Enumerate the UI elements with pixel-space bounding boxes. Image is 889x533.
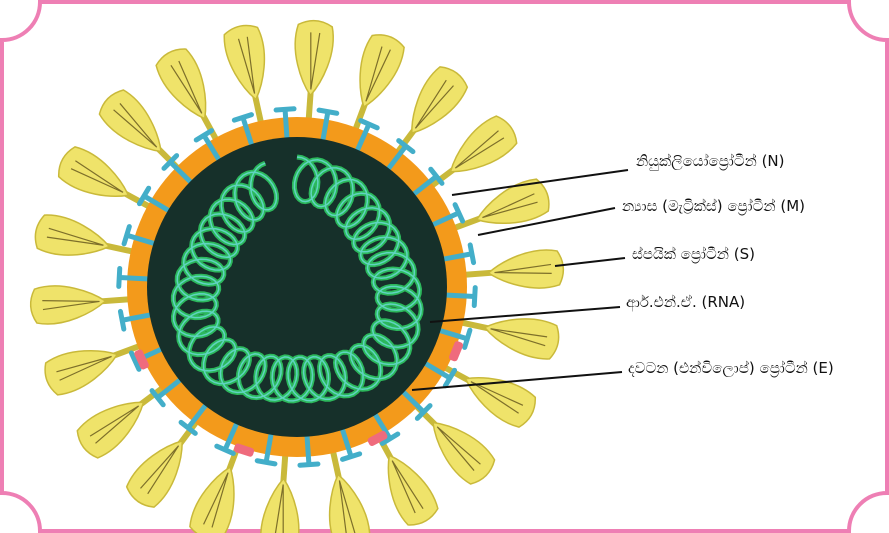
label-rna: ආර්.එන්.ඒ. (RNA) [626, 293, 745, 311]
spike-protein [449, 302, 562, 362]
virus [29, 19, 564, 533]
label-spike-protein: ස්පයික් ප්‍රෝටීන් (S) [632, 245, 755, 263]
label-envelope-protein: දවටන (එන්විලොප්) ප්‍රෝටීන් (E) [628, 359, 834, 377]
leader-line-spike [555, 258, 625, 266]
label-nucleoprotein: නියුක්ලියෝප්‍රෝටීන් (N) [636, 152, 785, 170]
spike-protein [221, 22, 281, 135]
spike-protein [32, 212, 145, 272]
label-matrix-protein: න්‍යාස (මැට්‍රික්ස්) ප්‍රෝටීන් (M) [622, 197, 805, 215]
